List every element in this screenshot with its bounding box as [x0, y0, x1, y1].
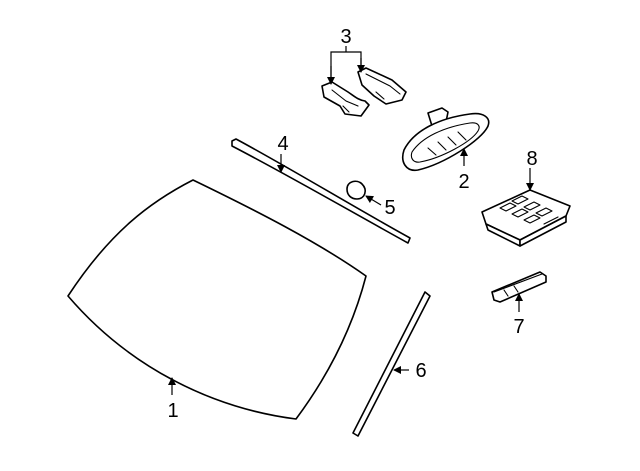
callout-3: 3	[340, 26, 351, 48]
rain-sensor	[346, 180, 366, 200]
callout-5: 5	[384, 197, 395, 219]
callout-6: 6	[415, 360, 426, 382]
rearview-mirror	[402, 107, 490, 172]
mirror-cover-left	[321, 81, 370, 117]
windshield-glass	[67, 179, 367, 420]
callout-8: 8	[526, 148, 537, 170]
callout-4: 4	[277, 133, 288, 155]
mirror-cover-right	[357, 67, 407, 105]
sensor-module	[491, 271, 547, 303]
callout-1: 1	[167, 400, 178, 422]
side-molding	[352, 291, 431, 437]
callout-2: 2	[458, 171, 469, 193]
callout-7: 7	[513, 316, 524, 338]
control-module	[481, 189, 571, 247]
leader-lines	[168, 46, 534, 395]
